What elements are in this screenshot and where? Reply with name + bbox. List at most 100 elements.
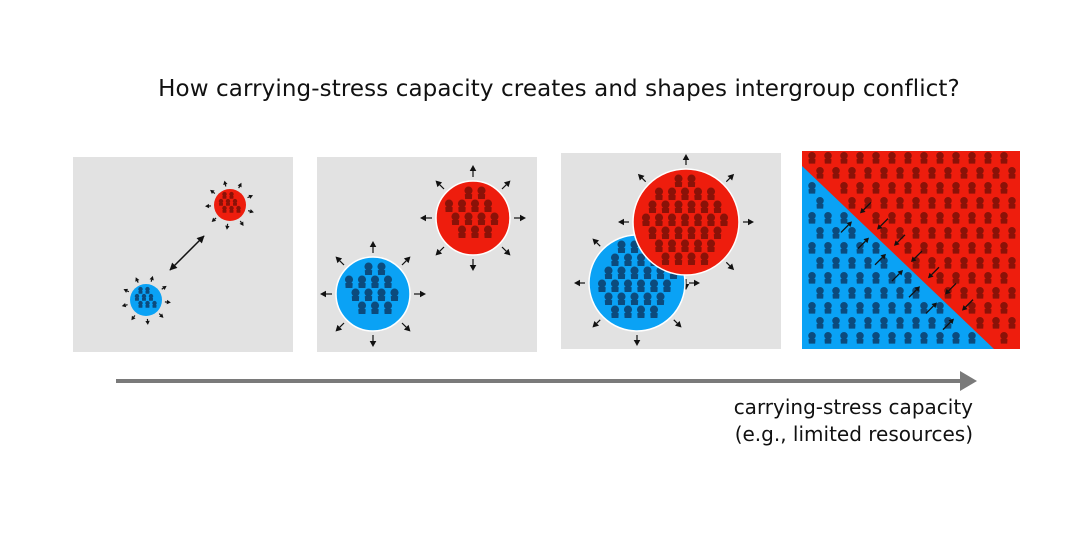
person-icon: [236, 205, 241, 213]
red-group-expansion-arrows: [420, 165, 526, 271]
person-icon: [864, 317, 872, 329]
expansion-arrow: [725, 261, 735, 271]
person-icon: [952, 152, 960, 164]
person-icon: [357, 275, 367, 288]
person-icon: [1000, 302, 1008, 314]
person-icon: [1008, 317, 1016, 329]
person-icon: [1000, 242, 1008, 254]
person-icon: [936, 332, 944, 344]
expansion-arrow: [633, 335, 641, 346]
expansion-arrow: [210, 189, 216, 195]
person-icon: [477, 186, 486, 199]
expansion-arrow: [320, 290, 332, 298]
person-icon: [141, 293, 147, 301]
person-icon: [706, 187, 716, 200]
person-icon: [457, 199, 467, 212]
person-icon: [1008, 227, 1016, 239]
page-title: How carrying-stress capacity creates and…: [158, 76, 960, 102]
distance-arrow: [169, 235, 205, 271]
axis-label-line2: (e.g., limited resources): [734, 422, 973, 446]
person-icon: [960, 287, 968, 299]
person-icon: [357, 301, 367, 314]
red-group-circle: [214, 189, 246, 221]
person-icon: [856, 302, 864, 314]
person-icon: [483, 199, 493, 212]
person-icon: [623, 279, 633, 292]
person-icon: [936, 182, 944, 194]
person-icon: [636, 253, 646, 266]
person-icon: [912, 167, 920, 179]
person-icon: [674, 200, 683, 213]
person-icon: [856, 272, 864, 284]
person-icon: [700, 252, 709, 265]
person-icon: [952, 332, 960, 344]
person-icon: [928, 167, 936, 179]
person-icon: [984, 182, 992, 194]
person-icon: [351, 288, 360, 301]
person-icon: [872, 182, 880, 194]
expansion-arrow: [469, 259, 477, 271]
expansion-arrow: [239, 220, 244, 227]
blue-group-expansion-arrows: [121, 275, 171, 325]
person-icon: [687, 226, 696, 239]
person-icon: [976, 317, 984, 329]
person-icon: [617, 240, 626, 253]
person-icon: [904, 212, 912, 224]
person-icon: [477, 212, 486, 225]
person-icon: [856, 332, 864, 344]
panel-3-graphic: [574, 154, 754, 346]
person-icon: [816, 317, 824, 329]
person-icon: [661, 252, 670, 265]
person-icon: [832, 167, 840, 179]
axis-arrowhead: [960, 371, 977, 391]
person-icon: [888, 332, 896, 344]
person-icon: [1000, 272, 1008, 284]
expansion-arrow: [158, 313, 164, 318]
person-icon: [808, 182, 816, 194]
person-icon: [457, 225, 467, 238]
person-icon: [944, 197, 952, 209]
person-icon: [225, 198, 231, 206]
person-icon: [880, 197, 888, 209]
expansion-arrow: [164, 299, 171, 305]
person-icon: [816, 257, 824, 269]
expansion-arrow: [205, 203, 212, 209]
person-icon: [992, 317, 1000, 329]
expansion-arrow: [223, 180, 228, 187]
person-icon: [617, 266, 626, 279]
person-icon: [816, 287, 824, 299]
person-icon: [680, 239, 690, 252]
red-group-members: [218, 191, 241, 213]
person-icon: [976, 197, 984, 209]
blue-group-expansion-arrows: [574, 220, 700, 346]
person-icon: [960, 227, 968, 239]
person-icon: [840, 302, 848, 314]
person-icon: [936, 212, 944, 224]
person-icon: [880, 167, 888, 179]
person-icon: [661, 200, 670, 213]
person-icon: [848, 167, 856, 179]
person-icon: [896, 167, 904, 179]
expansion-arrow: [401, 322, 411, 332]
person-icon: [840, 242, 848, 254]
person-icon: [229, 205, 234, 213]
person-icon: [976, 287, 984, 299]
person-icon: [693, 187, 703, 200]
person-icon: [232, 198, 238, 206]
expansion-arrow: [335, 322, 345, 332]
person-icon: [888, 212, 896, 224]
person-icon: [952, 272, 960, 284]
person-icon: [968, 332, 976, 344]
expansion-arrow: [149, 275, 154, 282]
person-icon: [888, 182, 896, 194]
red-group-members: [641, 174, 729, 265]
person-icon: [904, 182, 912, 194]
person-icon: [856, 182, 864, 194]
person-icon: [864, 167, 872, 179]
person-icon: [920, 332, 928, 344]
person-icon: [1008, 197, 1016, 209]
person-icon: [674, 174, 683, 187]
person-icon: [840, 332, 848, 344]
expansion-arrow: [161, 285, 167, 290]
